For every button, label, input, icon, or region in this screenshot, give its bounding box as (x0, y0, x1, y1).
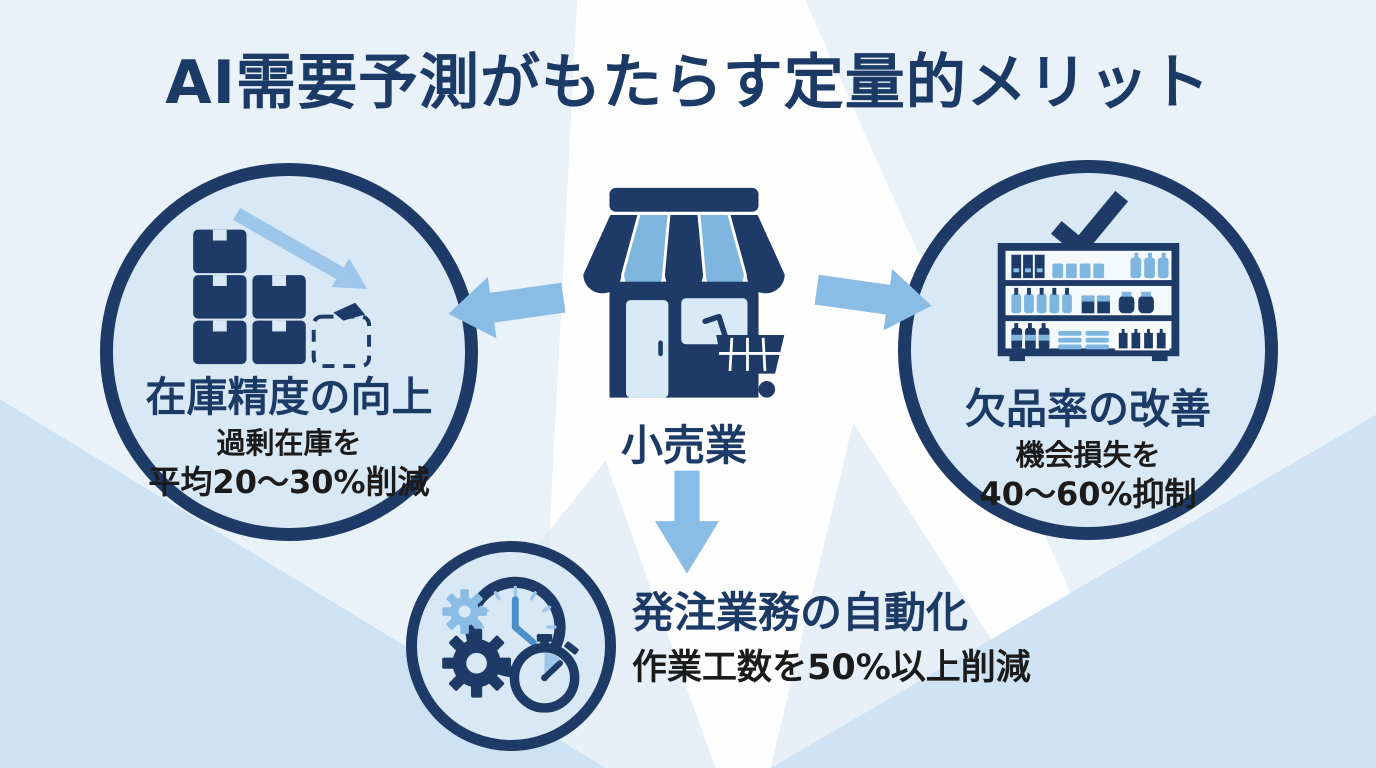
retail-label: 小売業 (620, 421, 747, 470)
page-title: AI需要予測がもたらす定量的メリット (165, 48, 1211, 118)
storefront-cart-icon (580, 187, 788, 398)
benefit-circle-stockout: 欠品率の改善 機会損失を 40〜60%抑制 (898, 160, 1278, 540)
gears-clock-stopwatch-icon (442, 576, 580, 713)
benefit-heading-ordering: 発注業務の自動化 (632, 588, 969, 637)
benefit-text-ordering: 発注業務の自動化 作業工数を50%以上削減 (632, 588, 1031, 692)
benefit-detail-inventory-2: 平均20〜30%削減 (148, 463, 430, 502)
benefit-detail-stockout-2: 40〜60%抑制 (979, 475, 1197, 514)
benefit-heading-stockout: 欠品率の改善 (965, 384, 1211, 433)
arrow-left-icon (448, 276, 566, 339)
inventory-boxes-decrease-icon (193, 207, 372, 368)
benefit-detail-inventory-1: 過剰在庫を (216, 425, 362, 460)
benefit-circle-ordering (406, 541, 616, 751)
benefit-circle-inventory: 在庫精度の向上 過剰在庫を 平均20〜30%削減 (100, 163, 478, 541)
benefit-detail-stockout-1: 機会損失を (1015, 437, 1161, 472)
benefit-detail-ordering-1: 作業工数を50%以上削減 (632, 648, 1031, 689)
benefit-heading-inventory: 在庫精度の向上 (145, 372, 433, 421)
arrow-down-icon (654, 470, 720, 574)
arrow-right-icon (814, 268, 932, 331)
stocked-shelf-check-icon (997, 190, 1179, 361)
